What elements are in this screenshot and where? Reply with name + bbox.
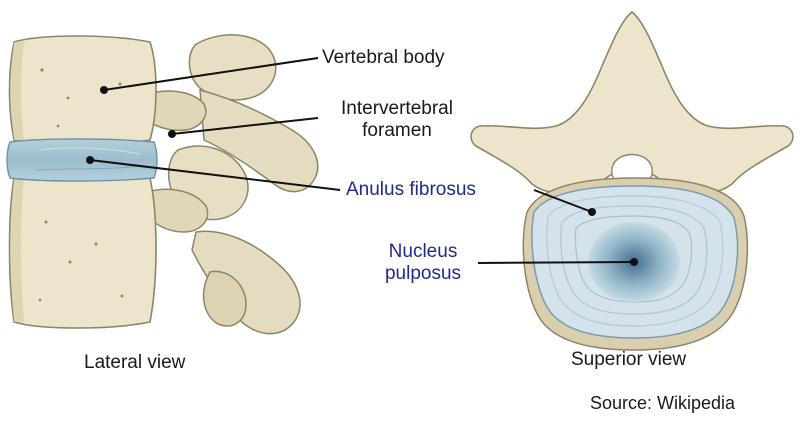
label-nucleus-pulposus-line1: Nucleus <box>368 241 478 263</box>
upper-vertebral-body <box>10 36 157 145</box>
label-nucleus-pulposus-line2: pulposus <box>368 263 478 285</box>
label-vertebral-body: Vertebral body <box>322 47 445 69</box>
lower-vertebral-body <box>10 174 157 329</box>
superior-vertebra <box>471 12 793 350</box>
leader-nucleus-pulposus <box>478 262 634 263</box>
lateral-vertebrae <box>7 35 318 334</box>
label-intervertebral-foramen-line2: foramen <box>322 120 472 142</box>
caption-lateral-view: Lateral view <box>84 352 185 374</box>
label-intervertebral-foramen-line1: Intervertebral <box>322 98 472 120</box>
source-credit: Source: Wikipedia <box>590 392 735 414</box>
label-anulus-fibrosus: Anulus fibrosus <box>346 179 476 201</box>
lateral-intervertebral-disc <box>7 139 157 181</box>
caption-superior-view: Superior view <box>571 349 686 371</box>
